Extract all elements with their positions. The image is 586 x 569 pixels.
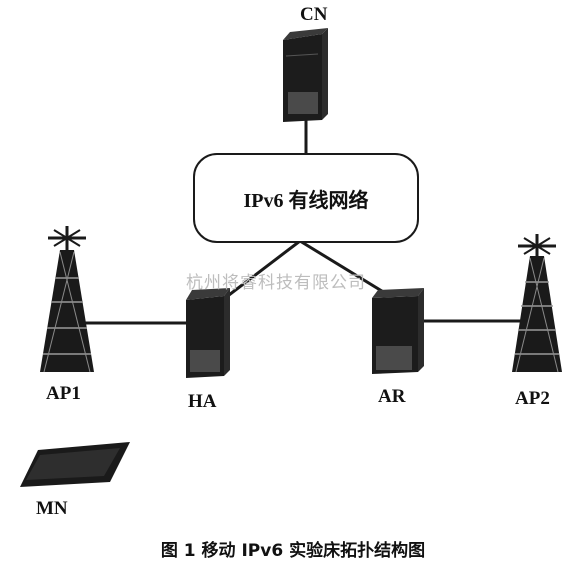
ha-server-icon <box>186 288 230 378</box>
cn-server-icon <box>283 28 328 122</box>
mn-label: MN <box>36 498 68 519</box>
cn-label: CN <box>300 4 328 25</box>
ha-label: HA <box>188 391 217 412</box>
ap1-label: AP1 <box>46 383 81 404</box>
mn-laptop-icon <box>20 442 130 487</box>
ap1-antenna-tower-icon <box>40 226 94 373</box>
ap2-antenna-tower-icon <box>512 234 562 373</box>
link-network-ar <box>299 239 391 298</box>
watermark: 杭州将睿科技有限公司 <box>186 273 366 293</box>
ipv6-network-cloud: IPv6 有线网络 <box>193 153 419 243</box>
link-network-ha <box>224 239 301 300</box>
ar-server-icon <box>372 288 424 374</box>
network-label: IPv6 有线网络 <box>243 189 369 212</box>
ar-label: AR <box>378 386 406 407</box>
ap2-label: AP2 <box>515 388 550 409</box>
figure-caption: 图 1 移动 IPv6 实验床拓扑结构图 <box>160 541 426 561</box>
